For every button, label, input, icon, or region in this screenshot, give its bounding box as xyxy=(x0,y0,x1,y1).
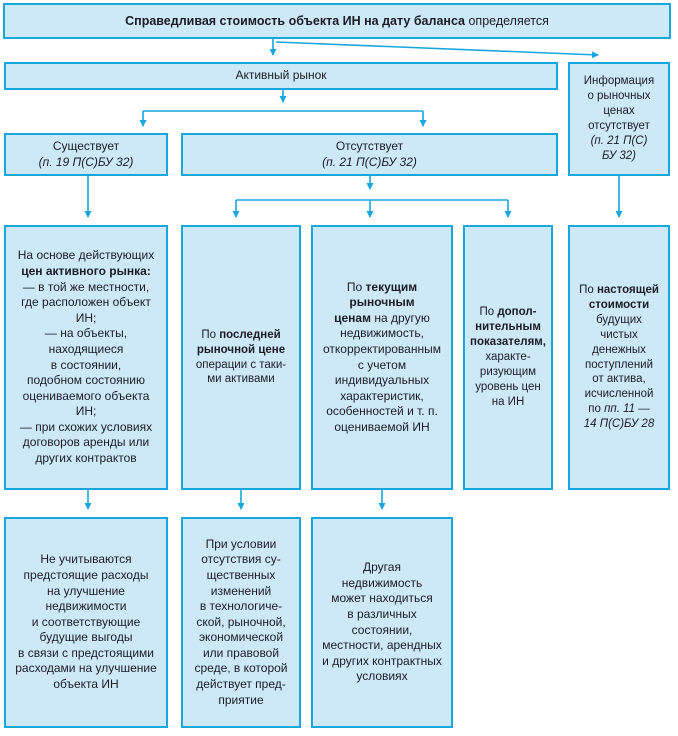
info-missing-box: Информация о рыночных ценах отсутствует … xyxy=(568,62,670,176)
note-future-costs-box: Не учитываются предстоящие расходы на ул… xyxy=(4,517,168,728)
market-exists-box: Существует (п. 19 П(С)БУ 32) xyxy=(4,133,168,176)
method-last-market-price-box: По последней рыночной цене операции с та… xyxy=(181,225,301,490)
method-present-value-box: По настоящей стоимости будущих чистых де… xyxy=(568,225,670,490)
method-active-prices-text: На основе действующих цен активного рынк… xyxy=(17,248,155,466)
market-absent-text: Отсутствует (п. 21 П(С)БУ 32) xyxy=(322,138,417,169)
method-last-market-price-text: По последней рыночной цене операции с та… xyxy=(195,328,287,386)
info-missing-text: Информация о рыночных ценах отсутствует … xyxy=(583,75,655,162)
note-no-material-changes-text: При условии отсутствия су- щественных из… xyxy=(194,536,288,707)
method-active-prices-box: На основе действующих цен активного рынк… xyxy=(4,225,168,490)
method-additional-indicators-text: По допол- нительным показателям, характе… xyxy=(470,306,546,408)
method-current-market-prices-text: По текущим рыночным ценам на другую недв… xyxy=(323,279,441,434)
market-exists-text: Существует (п. 19 П(С)БУ 32) xyxy=(38,138,134,169)
method-current-market-prices-box: По текущим рыночным ценам на другую недв… xyxy=(311,225,453,490)
active-market-text: Активный рынок xyxy=(235,68,327,83)
note-other-property-box: Другая недвижимость может находиться в р… xyxy=(311,517,453,728)
note-no-material-changes-box: При условии отсутствия су- щественных из… xyxy=(181,517,301,728)
header-box: Справедливая стоимость объекта ИН на дат… xyxy=(3,3,671,39)
note-future-costs-text: Не учитываются предстоящие расходы на ул… xyxy=(15,552,157,692)
header-text: Справедливая стоимость объекта ИН на дат… xyxy=(125,13,549,28)
method-present-value-text: По настоящей стоимости будущих чистых де… xyxy=(579,283,659,431)
note-other-property-text: Другая недвижимость может находиться в р… xyxy=(322,560,442,684)
method-additional-indicators-box: По допол- нительным показателям, характе… xyxy=(463,225,553,490)
market-absent-box: Отсутствует (п. 21 П(С)БУ 32) xyxy=(181,133,558,176)
active-market-box: Активный рынок xyxy=(4,62,558,90)
